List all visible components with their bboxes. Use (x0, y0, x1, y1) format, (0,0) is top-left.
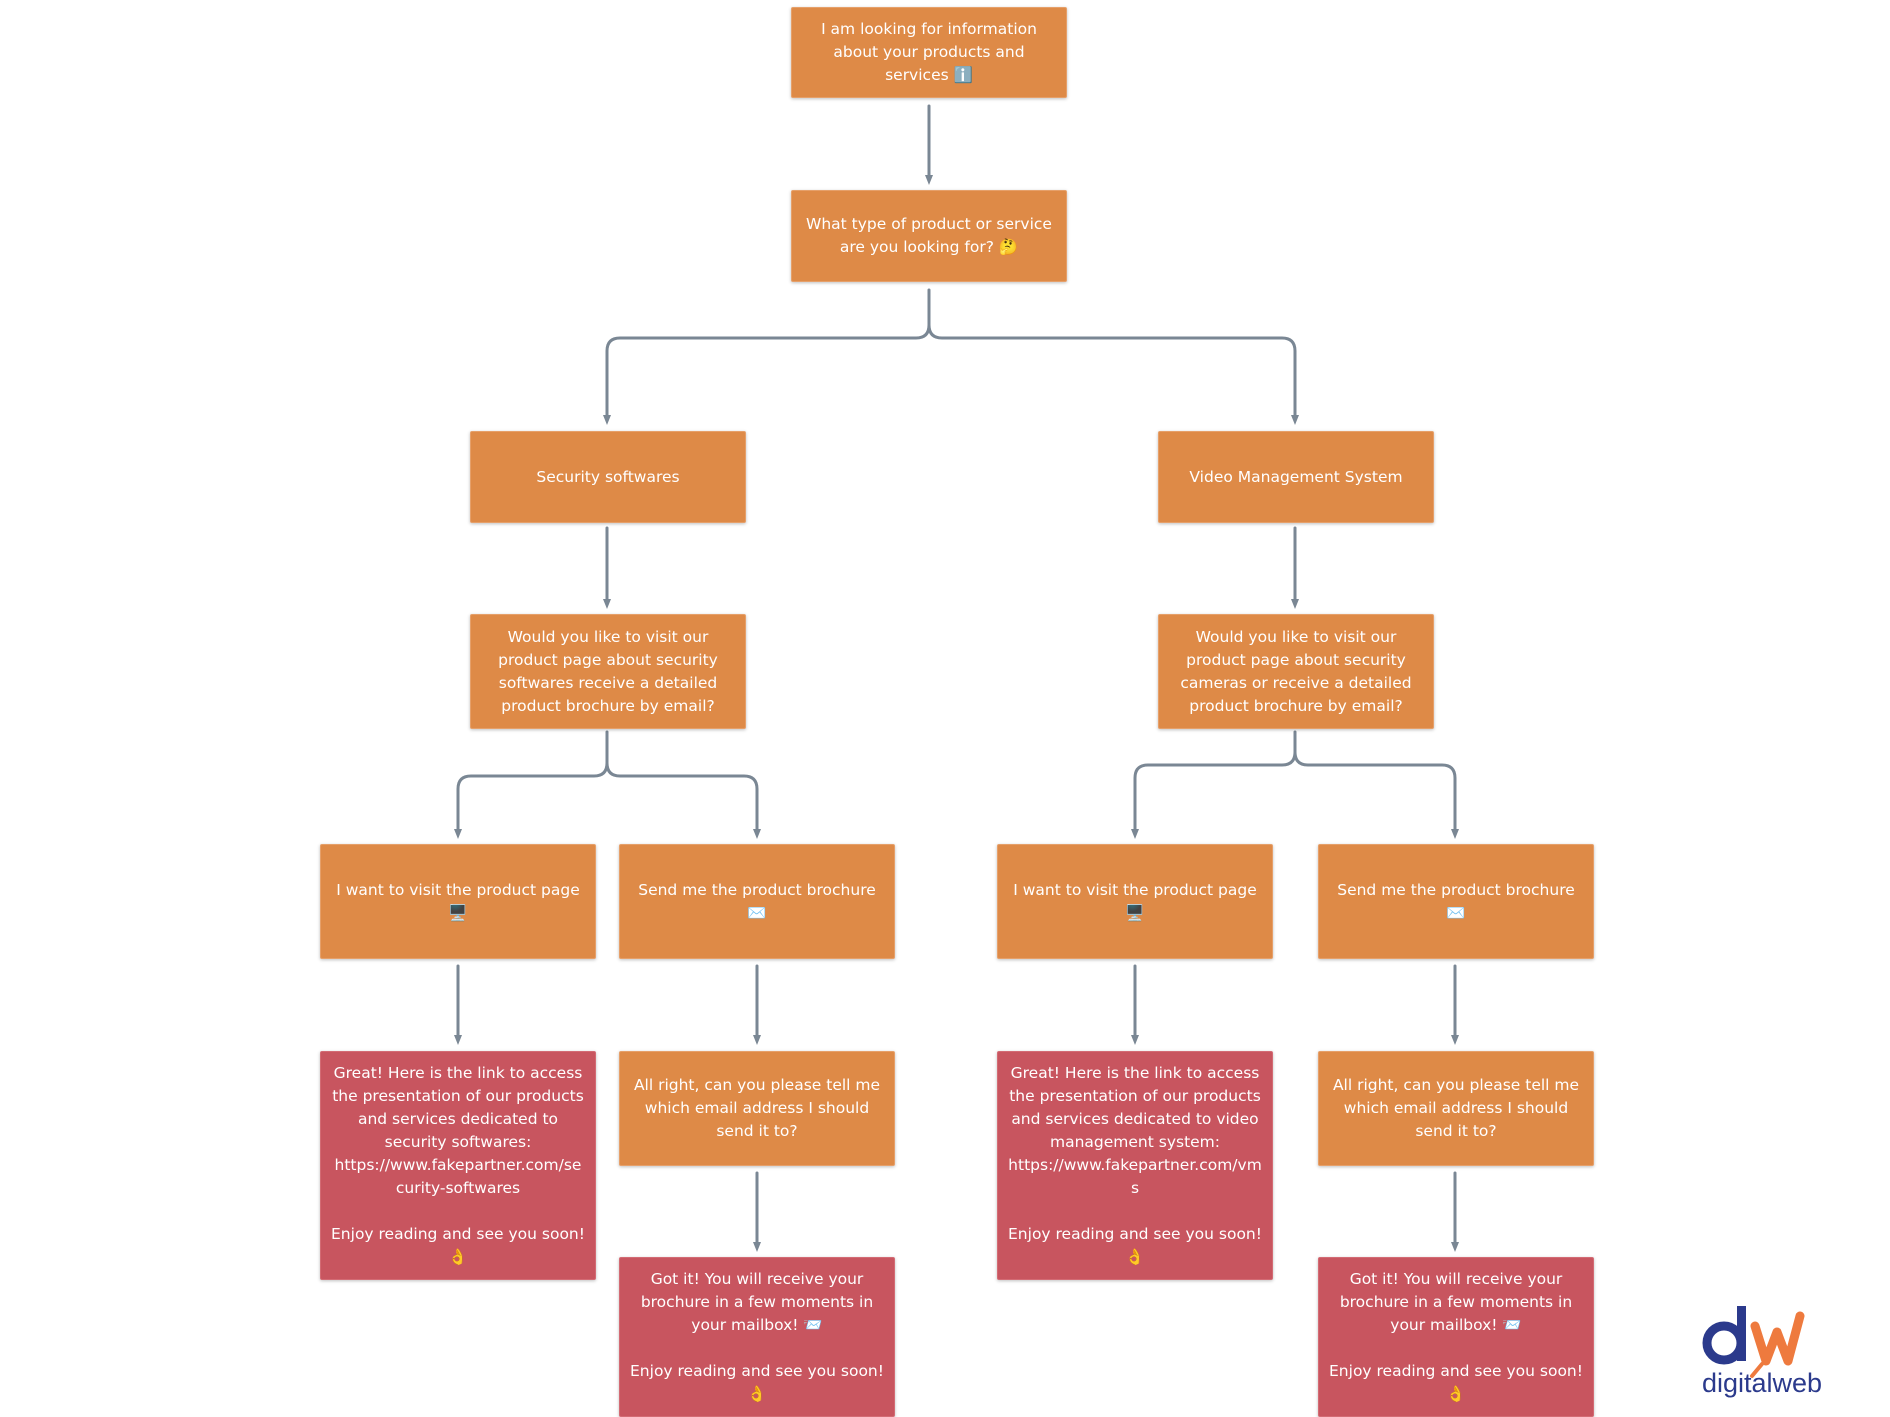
node-security-visit-product-page: I want to visit the product page 🖥️ (320, 844, 596, 959)
node-security-softwares: Security softwares (470, 431, 746, 523)
node-start: I am looking for information about your … (791, 7, 1067, 98)
node-vms-email-request: All right, can you please tell me which … (1318, 1051, 1594, 1166)
node-vms-brochure-confirmation: Got it! You will receive your brochure i… (1318, 1257, 1594, 1417)
node-vms-product-link-response: Great! Here is the link to access the pr… (997, 1051, 1273, 1280)
node-vms-visit-product-page: I want to visit the product page 🖥️ (997, 844, 1273, 959)
node-security-product-link-response: Great! Here is the link to access the pr… (320, 1051, 596, 1280)
node-product-type-question: What type of product or service are you … (791, 190, 1067, 282)
arrow-secq-to-brochure (605, 761, 761, 839)
logo-text: digitalweb (1702, 1368, 1822, 1398)
node-security-visit-or-brochure-question: Would you like to visit our product page… (470, 614, 746, 729)
node-vms-send-brochure: Send me the product brochure ✉️ (1318, 844, 1594, 959)
node-security-email-request: All right, can you please tell me which … (619, 1051, 895, 1166)
arrow-vmsq-to-visit (1131, 730, 1297, 839)
digitalweb-logo: digitalweb (1702, 1306, 1822, 1398)
node-vms-visit-or-brochure-question: Would you like to visit our product page… (1158, 614, 1434, 729)
node-security-brochure-confirmation: Got it! You will receive your brochure i… (619, 1257, 895, 1417)
node-video-management-system: Video Management System (1158, 431, 1434, 523)
arrow-secq-to-visit (454, 730, 609, 839)
arrow-question-to-vms (927, 323, 1299, 425)
node-security-send-brochure: Send me the product brochure ✉️ (619, 844, 895, 959)
arrow-vmsq-to-brochure (1293, 750, 1459, 839)
arrow-question-to-security (603, 288, 931, 425)
